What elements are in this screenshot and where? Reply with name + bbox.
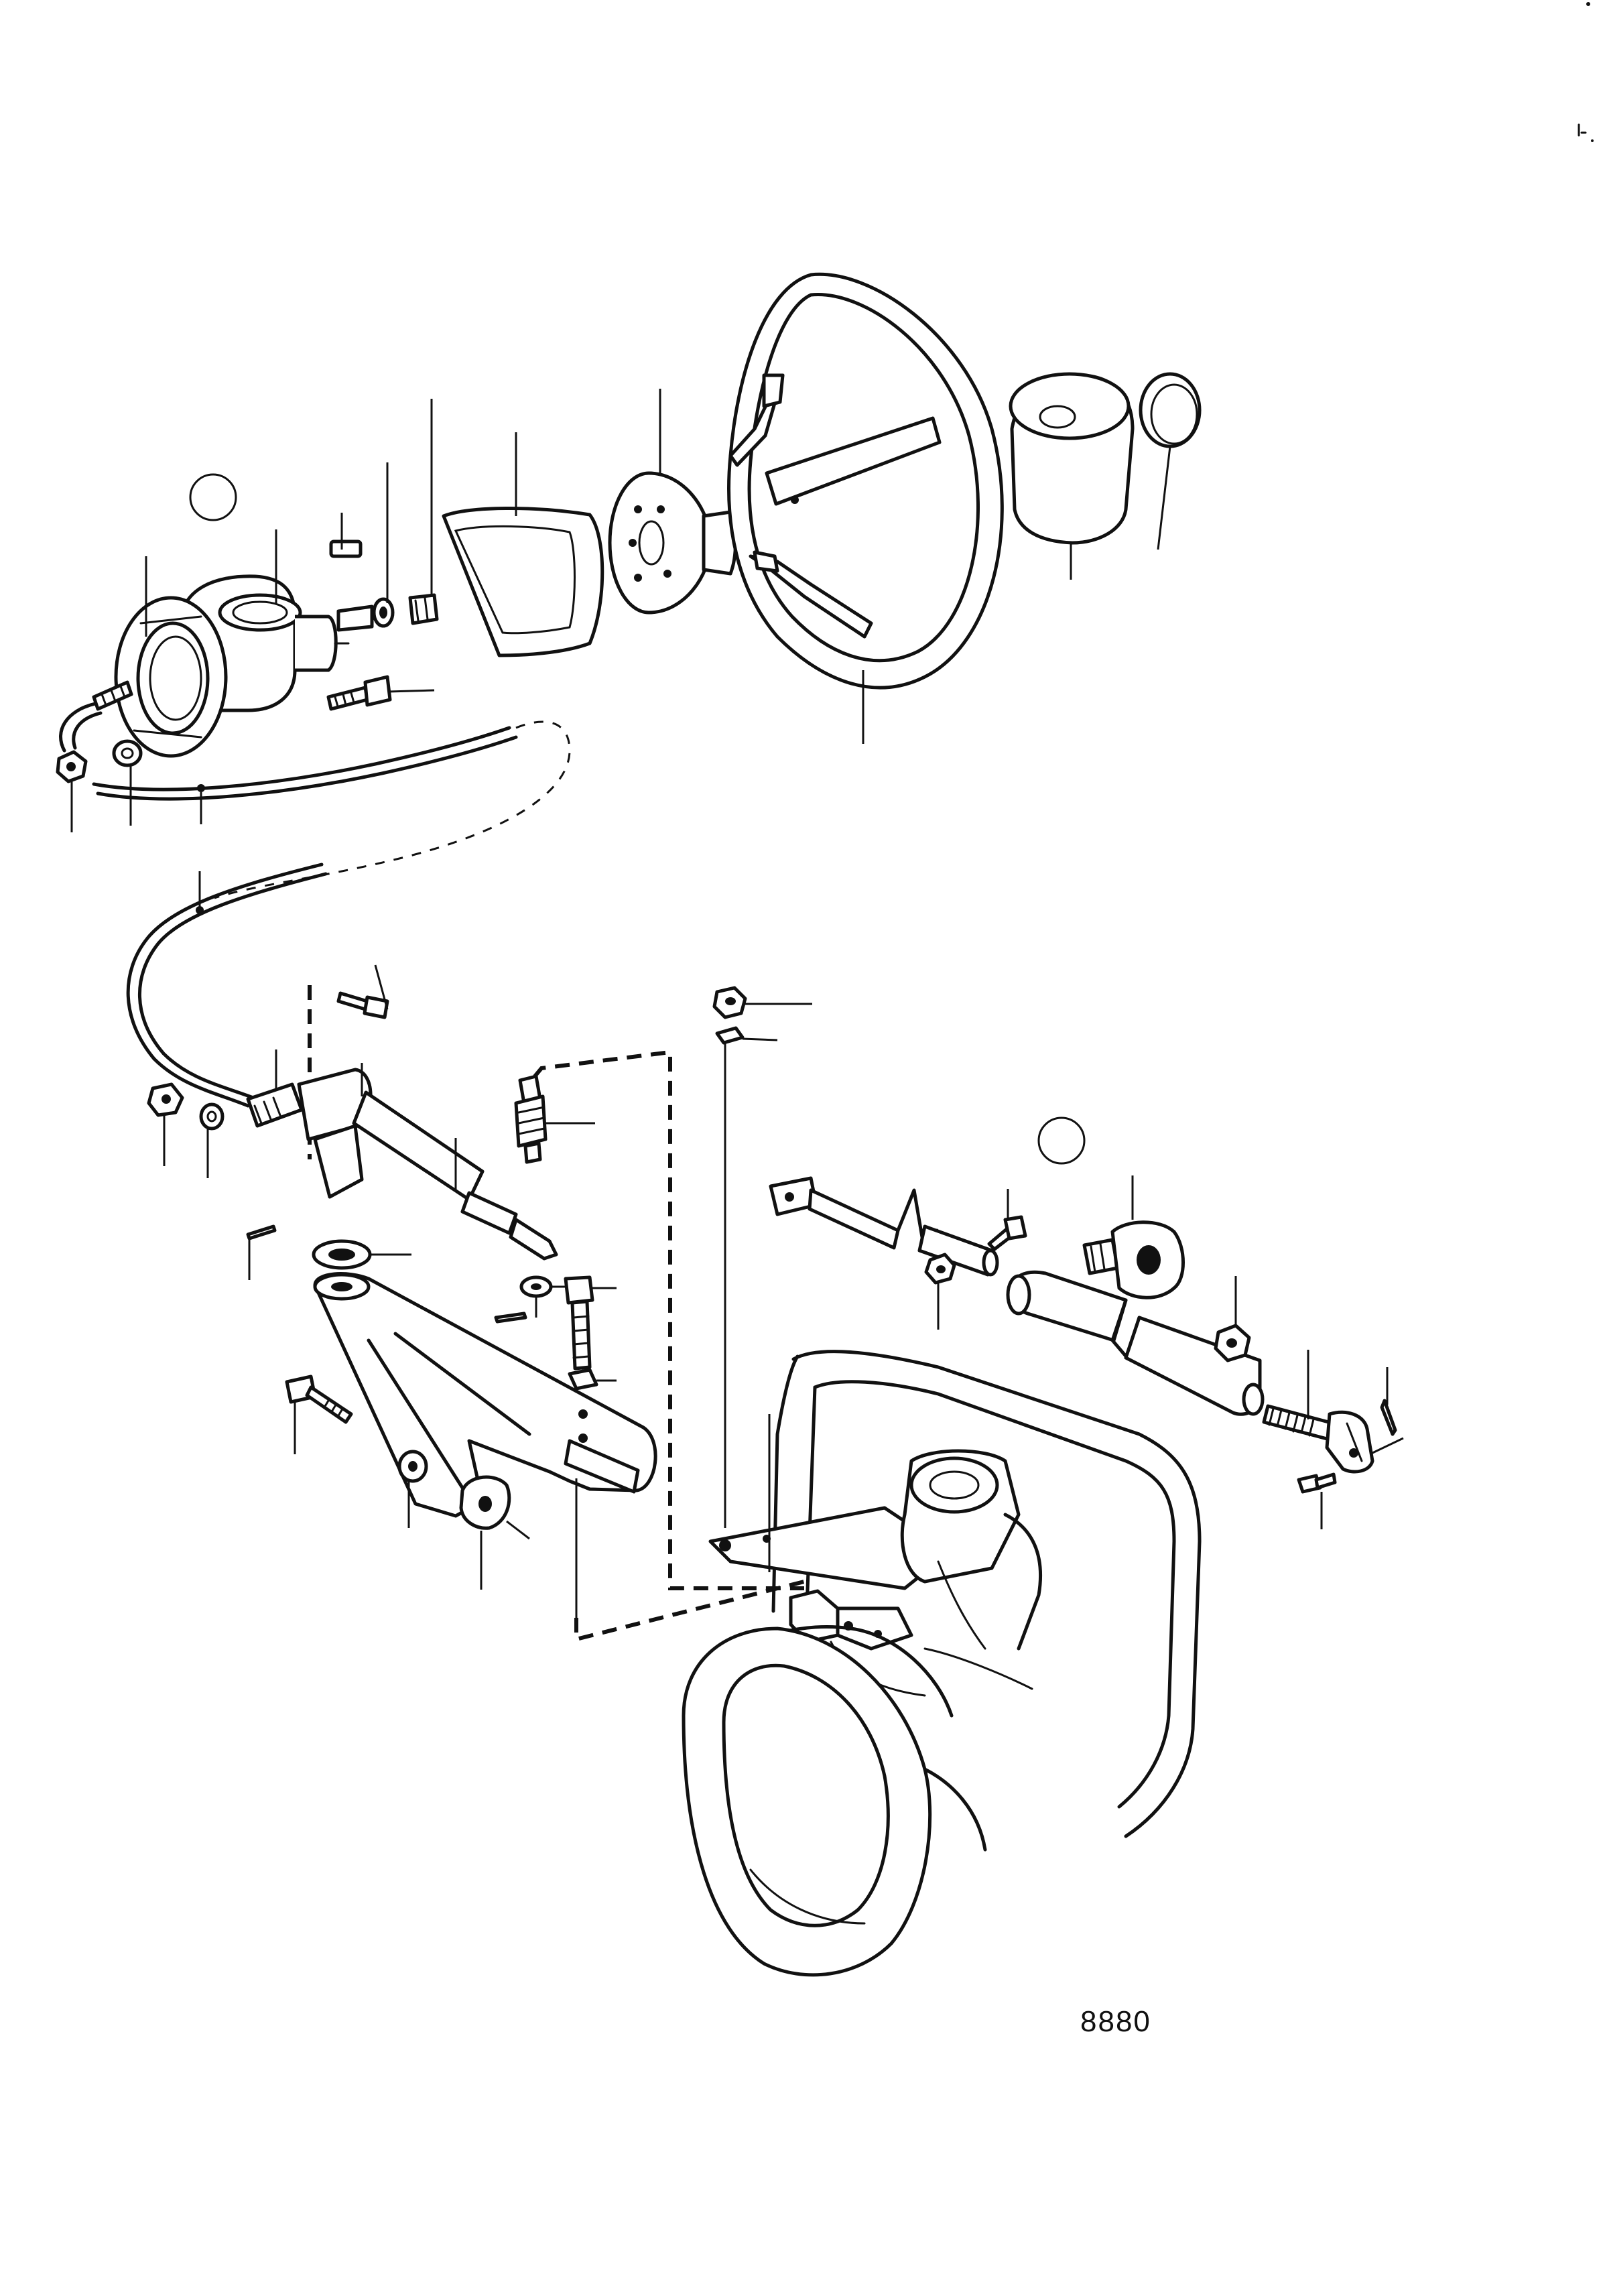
- steering-cable: [92, 720, 571, 1108]
- steering-wheel: [727, 272, 1004, 690]
- hose-nut: [56, 750, 88, 783]
- arm-dashed-connection: [574, 1575, 806, 1642]
- cable-end-fitting: [246, 1049, 304, 1128]
- cable-end-washer: [199, 1102, 224, 1178]
- arm-washer: [397, 1450, 428, 1528]
- steering-arm: [313, 1272, 657, 1530]
- tie-rod-tube-left: [917, 1224, 999, 1277]
- cylinder-washer: [312, 1239, 411, 1270]
- tie-rod-lock-nut: [1214, 1276, 1251, 1362]
- group-1-circle-marker: [189, 473, 237, 521]
- clevis-pin: [1297, 1472, 1337, 1529]
- rod-end-clevis: [1325, 1410, 1374, 1474]
- tie-bar-washer: [715, 1026, 778, 1045]
- corner-marks: [1578, 2, 1594, 142]
- helm-mounting-flange: [114, 596, 228, 758]
- tie-rod-clevis-left: [769, 1176, 900, 1250]
- group-1-leader-lines: [70, 389, 1171, 915]
- shaft-washer: [372, 597, 395, 628]
- helm-bezel-cup: [442, 506, 604, 657]
- helm-mounting-bolt: [326, 675, 392, 711]
- tie-rod-clamp-nut: [924, 1253, 956, 1330]
- hose-washer: [112, 739, 143, 767]
- lock-washer: [568, 1368, 617, 1391]
- hose-fitting: [59, 680, 133, 753]
- valve-dashed-line: [533, 1049, 804, 1590]
- link-bolt-top: [336, 964, 389, 1019]
- helm-shaft: [336, 604, 374, 632]
- shaft-nut: [408, 593, 439, 625]
- arm-leader-lines: [480, 1478, 578, 1618]
- tie-rod-tube-main: [1006, 1270, 1128, 1342]
- steering-cylinder-assembly: [147, 964, 806, 1642]
- arm-pivot-bolt: [564, 1275, 617, 1370]
- tie-rod-clamp-bolt: [987, 1189, 1027, 1251]
- tie-bar-fasteners: [712, 986, 812, 1528]
- arm-mounting-bolt: [285, 1375, 353, 1454]
- outdrive-housing: [682, 1350, 1202, 1977]
- group-2-circle-marker: [1037, 1117, 1086, 1165]
- group-2-tie-rod-assembly: [769, 1117, 1404, 1529]
- hose-adapter: [1082, 1175, 1185, 1299]
- shaft-key: [329, 539, 363, 558]
- steering-hub: [608, 471, 737, 615]
- figure-number: 8880: [1080, 2005, 1151, 2038]
- tie-rod-tapered-end: [1124, 1316, 1265, 1416]
- cotter-pin-left: [246, 1224, 277, 1280]
- steering-cylinder: [297, 1063, 558, 1261]
- cable-end-nut: [147, 1082, 184, 1166]
- split-pin: [1372, 1367, 1404, 1454]
- hub-cover: [1009, 372, 1135, 545]
- center-emblem: [1139, 372, 1202, 448]
- group-1-helm-assembly: [56, 272, 1202, 1108]
- cotter-pin-arm: [494, 1312, 527, 1324]
- bleed-valve: [514, 1074, 595, 1164]
- rod-end-thread: [1262, 1350, 1336, 1442]
- tie-bar-nut: [712, 986, 812, 1019]
